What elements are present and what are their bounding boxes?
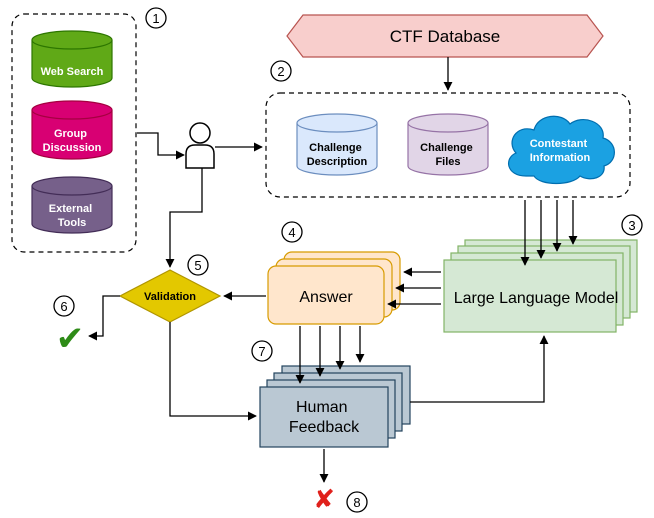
challenge-description-label: Challenge Description <box>307 142 368 168</box>
arrow-person-to-validation <box>165 168 203 268</box>
failure-cross-icon: ✘ <box>313 484 335 514</box>
step-badge-7: 7 <box>251 340 273 362</box>
step-badge-4: 4 <box>281 221 303 243</box>
validation-node: Validation <box>118 269 222 323</box>
arrow-validation-to-feedback <box>169 322 257 421</box>
external-tools-label: External Tools <box>49 203 95 229</box>
answer-node <box>267 265 385 325</box>
challenge-description-line2: Description <box>307 156 368 168</box>
step-badge-2-text: 2 <box>277 64 284 79</box>
contestant-information-cloud: Contestant Information <box>508 115 615 185</box>
group-discussion-cylinder: Group Discussion <box>31 100 113 160</box>
web-search-label: Web Search <box>41 66 104 78</box>
answer-stack: Answer <box>267 251 401 325</box>
external-tools-line1: External <box>49 203 92 215</box>
human-feedback-stack: Human Feedback <box>259 365 411 448</box>
llm-label: Large Language Model <box>454 290 619 307</box>
challenge-description-line1: Challenge <box>309 142 362 154</box>
arrow-feedback-to-llm <box>410 335 549 403</box>
step-badge-3: 3 <box>621 214 643 236</box>
group-discussion-line2: Discussion <box>43 142 102 154</box>
success-check-icon: ✔ <box>56 320 85 358</box>
contestant-information-line2: Information <box>530 152 591 164</box>
ctf-database-label: CTF Database <box>390 27 501 46</box>
external-tools-cylinder: External Tools <box>31 176 113 234</box>
challenge-files-cylinder: Challenge Files <box>407 113 489 176</box>
external-tools-line2: Tools <box>58 217 87 229</box>
human-feedback-label: Human Feedback <box>289 399 360 436</box>
step-badge-5-text: 5 <box>194 258 201 273</box>
step-badge-3-text: 3 <box>628 218 635 233</box>
llm-node <box>443 259 617 333</box>
step-badge-6-text: 6 <box>60 299 67 314</box>
challenge-files-label: Challenge Files <box>420 142 476 168</box>
challenge-files-line2: Files <box>435 156 460 168</box>
step-badge-8-text: 8 <box>353 495 360 510</box>
step-badge-8: 8 <box>346 491 368 513</box>
step-badge-4-text: 4 <box>288 225 295 240</box>
challenge-files-line1: Challenge <box>420 142 473 154</box>
step-badge-5: 5 <box>187 254 209 276</box>
person-icon <box>185 122 215 169</box>
context-group-box <box>265 92 631 198</box>
validation-label: Validation <box>144 291 196 303</box>
contestant-information-line1: Contestant <box>530 138 588 150</box>
web-search-cylinder: Web Search <box>31 30 113 88</box>
human-feedback-line1: Human <box>296 399 348 416</box>
step-badge-7-text: 7 <box>258 344 265 359</box>
group-discussion-line1: Group <box>54 128 87 140</box>
group-discussion-label: Group Discussion <box>43 128 102 154</box>
step-badge-1: 1 <box>145 7 167 29</box>
sources-group-box <box>11 13 137 253</box>
arrow-validation-to-success <box>88 295 120 341</box>
ctf-database-node: CTF Database <box>286 14 604 58</box>
contestant-information-label: Contestant Information <box>530 138 591 164</box>
step-badge-2: 2 <box>270 60 292 82</box>
arrow-sources-to-person <box>137 132 185 160</box>
step-badge-6: 6 <box>53 295 75 317</box>
human-feedback-line2: Feedback <box>289 419 360 436</box>
challenge-description-cylinder: Challenge Description <box>296 113 378 176</box>
step-badge-1-text: 1 <box>152 11 159 26</box>
answer-label: Answer <box>299 289 353 306</box>
human-feedback-node <box>259 386 389 448</box>
